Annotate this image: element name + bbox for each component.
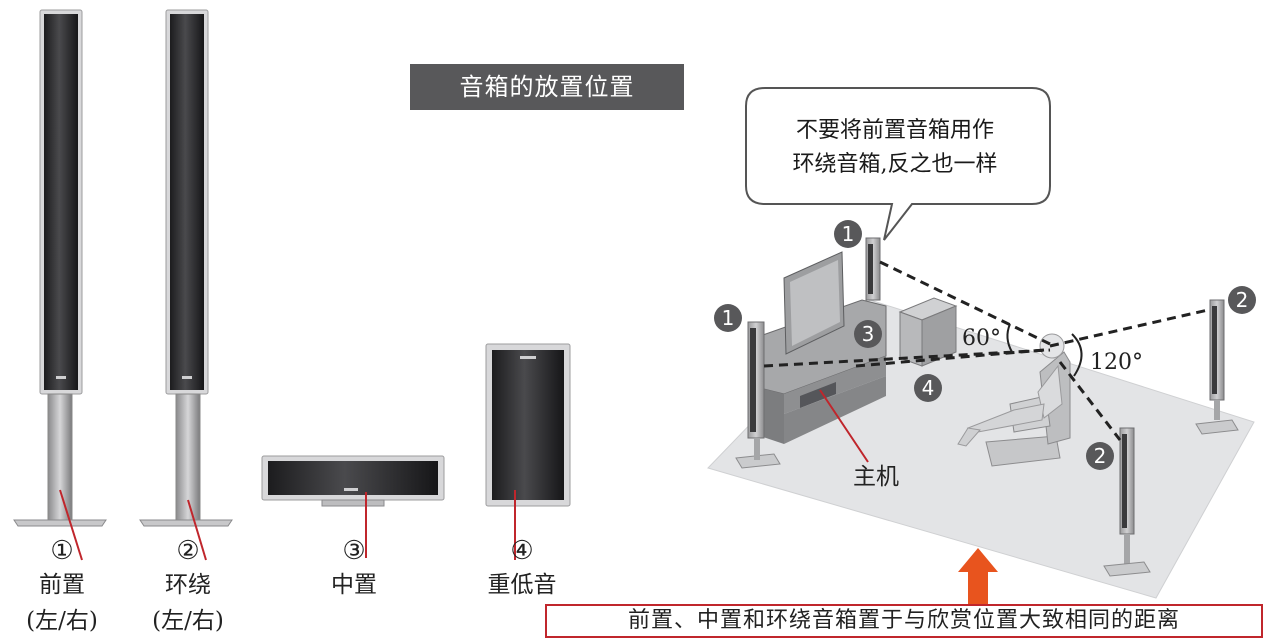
callout-line-1: 不要将前置音箱用作	[795, 118, 994, 143]
television	[783, 251, 845, 355]
badge-surround-right	[1228, 286, 1256, 314]
angle-arc-60	[1006, 323, 1013, 353]
badge-surround-near	[1086, 442, 1114, 470]
room-surround-speaker-right	[1195, 299, 1239, 435]
room-front-speaker-back	[865, 237, 881, 301]
center-speaker	[261, 455, 445, 558]
callout-text: 不要将前置音箱用作 环绕音箱,反之也一样	[750, 114, 1040, 182]
main-unit-label: 主机	[853, 464, 899, 490]
front-speaker-note: (左/右)	[26, 608, 98, 634]
seated-listener	[957, 333, 1071, 467]
surround-speaker-number: ②	[176, 536, 200, 566]
badge-front-back-text: 1	[841, 222, 855, 246]
subwoofer-name: 重低音	[487, 572, 557, 598]
distance-note: 前置、中置和环绕音箱置于与欣赏位置大致相同的距离	[545, 604, 1263, 638]
surround-tower-speaker	[139, 9, 233, 561]
badge-center	[854, 320, 882, 348]
main-unit-leader	[819, 389, 869, 463]
front-speaker-number: ①	[50, 536, 74, 566]
badge-center-text: 3	[861, 322, 875, 346]
angle-120-label: 120°	[1090, 350, 1143, 375]
badge-front-near-text: 1	[721, 306, 735, 330]
front-tower-speaker	[13, 9, 107, 561]
badge-front-back	[834, 220, 862, 248]
room-front-speaker-near	[735, 321, 781, 469]
room-surround-speaker-near	[1103, 427, 1151, 577]
listening-angle-lines	[763, 260, 1209, 441]
badge-subwoofer	[914, 374, 942, 402]
badge-surround-right-text: 2	[1235, 288, 1249, 312]
angle-60-label: 60°	[962, 326, 1001, 351]
angle-arc-120	[1071, 333, 1083, 377]
room-illustration	[707, 87, 1256, 604]
front-speaker-name: 前置	[39, 572, 85, 598]
callout-bubble	[745, 87, 1051, 241]
page-title: 音箱的放置位置	[410, 64, 684, 110]
up-arrow-icon	[958, 548, 998, 604]
badge-subwoofer-text: 4	[921, 376, 935, 400]
subwoofer-number: ④	[510, 536, 534, 566]
badge-front-near	[714, 304, 742, 332]
center-speaker-name: 中置	[331, 572, 377, 598]
room-subwoofer	[898, 297, 958, 367]
center-speaker-number: ③	[342, 536, 366, 566]
subwoofer-speaker	[485, 343, 571, 560]
surround-speaker-note: (左/右)	[152, 608, 224, 634]
callout-line-2: 环绕音箱,反之也一样	[792, 152, 998, 177]
badge-surround-near-text: 2	[1093, 444, 1107, 468]
surround-speaker-name: 环绕	[165, 572, 211, 598]
